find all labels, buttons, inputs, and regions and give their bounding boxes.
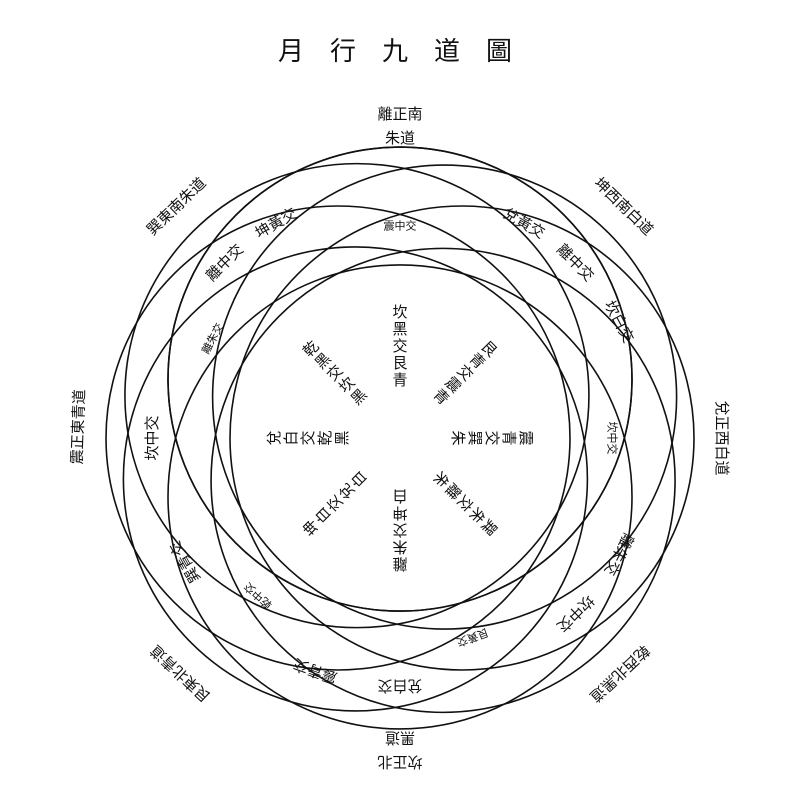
spoke-char: 震 [517,430,535,445]
spoke-char: 兌 [265,430,283,445]
ring-label-kan-mid-left: 坎中交 [143,415,161,460]
outer-label-text: 朱道 [385,129,415,147]
spoke-char: 黑 [392,320,407,338]
outer-label-northwest-black: 乾西北黑道 [586,641,653,705]
ring-3 [229,205,695,671]
ring-5 [167,264,633,730]
ring-label-text: 坎中交 [606,422,620,455]
ring-label-text: 坎中交 [143,415,161,460]
ring-label-text: 兌白交 [377,677,422,695]
spoke-char: 朱 [449,430,467,445]
spoke-char: 青 [392,371,407,389]
spoke-char: 青 [500,430,518,445]
outer-label-northeast-green: 艮東北青道 [147,641,214,705]
outer-label-text: 兌正西白道 [713,400,731,475]
inner-spoke-labels: 坎黑交艮青艮青交震青震青交巽朱巽朱交離朱離朱交坤白坤白交兌白兌白交乾黑乾黑交坎黑 [265,303,535,573]
spoke-char: 交 [392,521,407,539]
spoke-char: 艮 [392,354,407,372]
outer-label-text: 離正南 [377,105,422,123]
outer-label-southwest-white: 坤西南白道 [590,174,656,239]
outer-label-north-black: 黑道 [385,729,415,747]
outer-label-text: 乾西北黑道 [586,641,653,705]
ring-label-text: 坎白交 [600,298,637,346]
outer-label-west-white: 兌正西白道 [713,400,731,475]
ring-label-dui-white: 兌白交 [377,677,422,695]
ring-label-kan-mid-right: 坎中交 [606,422,620,455]
ring-6 [122,246,589,712]
outer-label-text: 坎正北 [377,753,422,771]
ring-label-xun-green: 巽青交 [166,538,204,586]
spoke-char: 乾 [316,430,334,445]
outer-label-text: 震正東青道 [68,389,89,465]
spoke-char: 交 [483,430,501,445]
outer-label-text: 坤西南白道 [590,174,656,239]
intersection-labels: 坤黃交兌黃交震中交離中交離中交離朱交坎白交坎中交坎中交離朱交巽青交乾中交坎中交震… [143,204,638,695]
spoke-char: 朱 [392,538,407,556]
ring-label-kan-white: 坎白交 [600,298,637,346]
spoke-char: 坤 [392,504,407,522]
ring-label-zhen-mid: 震中交 [384,219,417,233]
ring-label-text: 離朱交 [198,320,226,356]
ring-label-text: 乾中交 [241,580,275,612]
ring-9 [167,146,633,612]
outer-label-east-green: 震正東青道 [68,389,89,465]
ring-7 [105,205,571,671]
spoke-char: 白 [282,430,300,445]
spoke-char: 交 [299,430,317,445]
spoke-char: 巽 [466,430,484,445]
outer-label-north-center: 坎正北 [377,753,422,771]
ring-label-text: 坤黃交 [252,204,300,242]
spoke-char: 黑 [333,430,351,445]
ring-label-zhen-green: 震青交 [291,655,339,687]
orbit-rings [105,146,695,730]
outer-label-south-vermilion: 朱道 [385,129,415,147]
outer-label-southeast-vermilion: 巽東南朱道 [143,174,209,239]
outer-label-south-center: 離正南 [377,105,422,123]
ring-label-text: 兌黃交 [500,204,548,242]
spoke-char: 交 [392,337,407,355]
ring-2 [211,164,678,630]
ring-label-kun-yellow: 坤黃交 [252,204,300,242]
outer-label-text: 黑道 [385,729,415,747]
ring-label-text: 震青交 [291,655,339,687]
spoke-char: 坎 [392,303,407,321]
spoke-char: 白 [392,487,407,505]
ring-label-text: 離朱交 [600,530,637,578]
ring-8 [124,162,590,629]
ring-label-qian-mid: 乾中交 [241,580,275,612]
ring-label-li-vermilion-right: 離朱交 [600,530,637,578]
spoke-w: 兌白交乾黑 [265,430,351,445]
outer-label-text: 艮東北青道 [147,641,214,705]
outer-label-text: 巽東南朱道 [143,174,209,239]
ring-label-text: 震中交 [384,219,417,233]
ring-label-text: 巽青交 [166,538,204,586]
spoke-char: 離 [392,555,407,573]
diagram-title: 月行九道圖 [278,37,538,67]
ring-label-dui-yellow: 兌黃交 [500,204,548,242]
ring-4 [210,247,676,714]
ring-label-li-vermilion: 離朱交 [198,320,226,356]
